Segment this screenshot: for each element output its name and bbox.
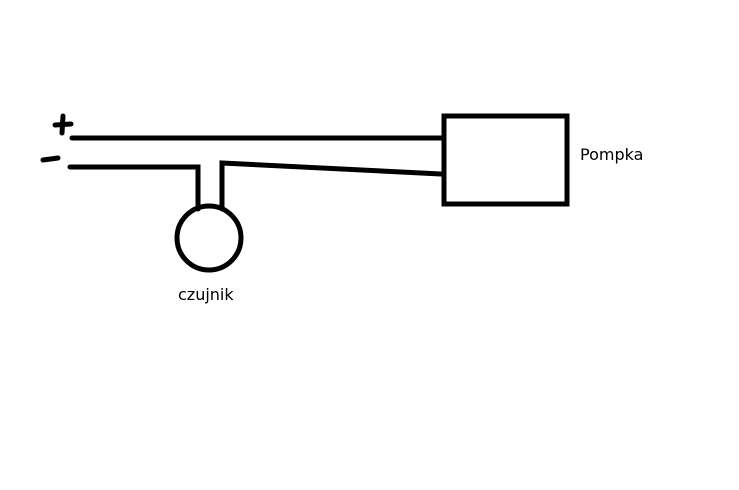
pump-label: Pompka	[580, 145, 644, 164]
minus-symbol	[40, 155, 61, 163]
negative-wire-left	[67, 164, 201, 212]
sensor-label: czujnik	[178, 285, 234, 304]
negative-wire-right	[219, 160, 444, 212]
pump-box	[441, 113, 570, 207]
sensor-circle	[174, 203, 244, 273]
plus-symbol	[52, 113, 74, 136]
